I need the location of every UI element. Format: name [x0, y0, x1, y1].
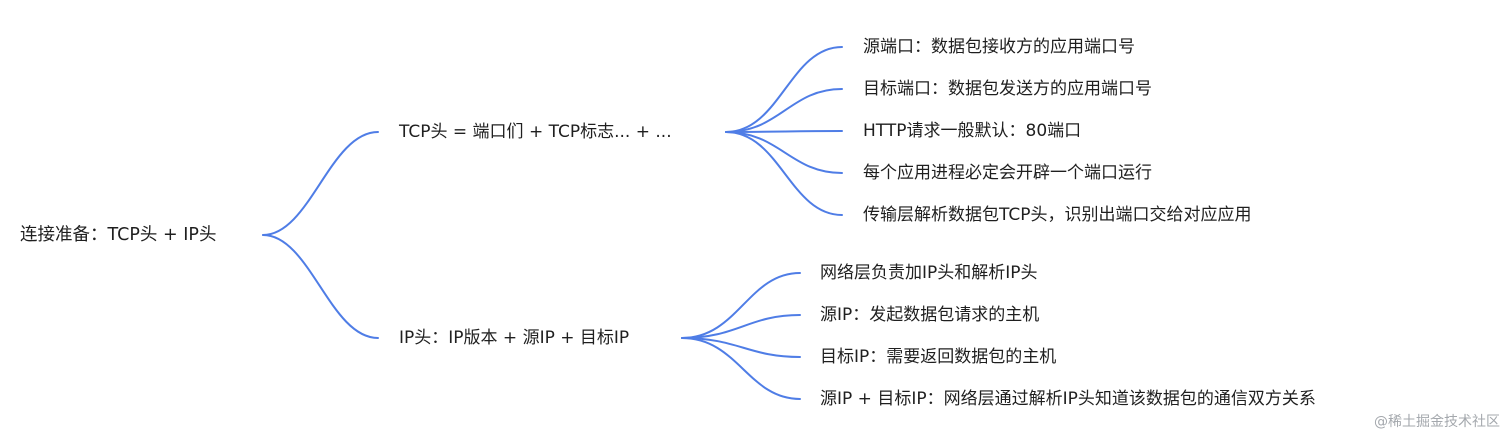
- connector-tcp-to-destination-port: [725, 88, 843, 133]
- connector-ip-to-source-ip: [681, 314, 801, 339]
- leaf-node-source-and-destination: 源IP + 目标IP：网络层通过解析IP头知道该数据包的通信双方关系: [820, 389, 1316, 409]
- connector-ip-to-network-layer: [681, 272, 801, 339]
- branch-node-tcp-header: TCP头 = 端口们 + TCP标志... + ...: [399, 122, 672, 142]
- connector-tcp-to-source-port: [725, 46, 843, 133]
- leaf-node-network-layer: 网络层负责加IP头和解析IP头: [820, 263, 1038, 283]
- connector-root-to-tcp-header: [262, 131, 379, 236]
- leaf-node-transport-layer: 传输层解析数据包TCP头，识别出端口交给对应应用: [863, 205, 1252, 225]
- connector-ip-to-destination-ip: [681, 337, 801, 358]
- leaf-node-destination-port: 目标端口：数据包发送方的应用端口号: [863, 79, 1152, 99]
- connector-tcp-to-http-default-port: [725, 130, 843, 133]
- connector-tcp-to-process-port: [725, 131, 843, 174]
- branch-node-ip-header: IP头：IP版本 + 源IP + 目标IP: [399, 328, 630, 348]
- leaf-node-source-port: 源端口：数据包接收方的应用端口号: [863, 37, 1135, 57]
- leaf-node-process-port: 每个应用进程必定会开辟一个端口运行: [863, 163, 1152, 183]
- connector-tcp-to-transport-layer: [725, 131, 843, 216]
- connector-root-to-ip-header: [262, 234, 379, 339]
- watermark: @稀土掘金技术社区: [1374, 414, 1500, 430]
- connector-ip-to-source-and-destination: [681, 337, 801, 400]
- root-node: 连接准备：TCP头 + IP头: [20, 225, 217, 245]
- leaf-node-http-default-port: HTTP请求一般默认：80端口: [863, 121, 1082, 141]
- leaf-node-destination-ip: 目标IP：需要返回数据包的主机: [820, 347, 1057, 367]
- leaf-node-source-ip: 源IP：发起数据包请求的主机: [820, 305, 1040, 325]
